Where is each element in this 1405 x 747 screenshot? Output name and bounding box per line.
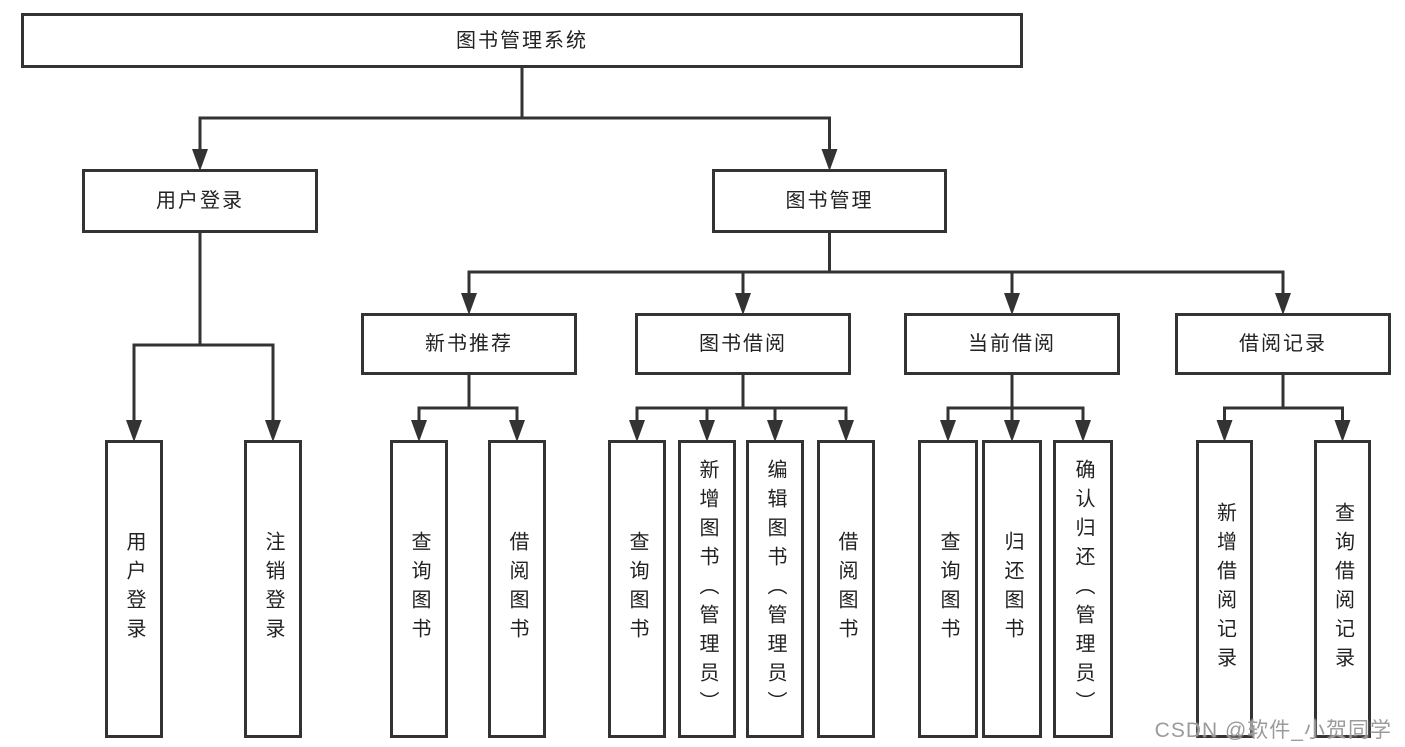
node-label-book-mgmt: 图书管理	[785, 190, 874, 212]
node-label-leaf-confirm-return: 确认归还（管理员）	[1072, 458, 1094, 720]
node-label-leaf-user-login: 用户登录	[123, 531, 145, 647]
node-label-leaf-query-book-new: 查询图书	[408, 531, 430, 647]
node-label-current-borrow: 当前借阅	[968, 333, 1056, 355]
node-label-leaf-borrow-book-borrow: 借阅图书	[835, 531, 857, 647]
node-leaf-user-login: 用户登录	[105, 440, 163, 738]
node-leaf-return-book: 归还图书	[982, 440, 1042, 738]
node-label-user-login: 用户登录	[156, 190, 244, 212]
node-label-new-book-rec: 新书推荐	[425, 333, 513, 355]
node-leaf-query-book-current: 查询图书	[918, 440, 978, 738]
node-user-login: 用户登录	[82, 169, 318, 233]
node-current-borrow: 当前借阅	[904, 313, 1120, 375]
node-leaf-query-book-new: 查询图书	[390, 440, 448, 738]
node-label-leaf-edit-book: 编辑图书（管理员）	[764, 458, 786, 720]
node-label-leaf-borrow-book-new: 借阅图书	[506, 531, 528, 647]
node-label-borrow-records: 借阅记录	[1239, 333, 1327, 355]
node-leaf-add-borrow-record: 新增借阅记录	[1196, 440, 1253, 738]
node-leaf-query-borrow-record: 查询借阅记录	[1314, 440, 1371, 738]
node-leaf-add-book: 新增图书（管理员）	[678, 440, 736, 738]
node-leaf-edit-book: 编辑图书（管理员）	[746, 440, 804, 738]
node-new-book-rec: 新书推荐	[361, 313, 577, 375]
node-leaf-borrow-book-new: 借阅图书	[488, 440, 546, 738]
watermark: CSDN @软件_小贺同学	[1154, 719, 1392, 742]
node-book-mgmt: 图书管理	[712, 169, 947, 233]
node-label-leaf-query-book-borrow: 查询图书	[626, 531, 648, 647]
node-label-book-borrow: 图书借阅	[699, 333, 787, 355]
node-leaf-confirm-return: 确认归还（管理员）	[1053, 440, 1113, 738]
node-leaf-logout: 注销登录	[244, 440, 302, 738]
node-label-leaf-query-borrow-record: 查询借阅记录	[1331, 502, 1354, 676]
node-label-root: 图书管理系统	[456, 29, 588, 52]
node-label-leaf-query-book-current: 查询图书	[937, 531, 959, 647]
node-label-leaf-logout: 注销登录	[262, 531, 284, 647]
node-root: 图书管理系统	[21, 13, 1023, 68]
node-book-borrow: 图书借阅	[635, 313, 851, 375]
node-borrow-records: 借阅记录	[1175, 313, 1391, 375]
node-label-leaf-add-borrow-record: 新增借阅记录	[1213, 502, 1236, 676]
node-leaf-borrow-book-borrow: 借阅图书	[817, 440, 875, 738]
node-label-leaf-add-book: 新增图书（管理员）	[696, 458, 718, 720]
node-label-leaf-return-book: 归还图书	[1001, 531, 1023, 647]
node-leaf-query-book-borrow: 查询图书	[608, 440, 666, 738]
